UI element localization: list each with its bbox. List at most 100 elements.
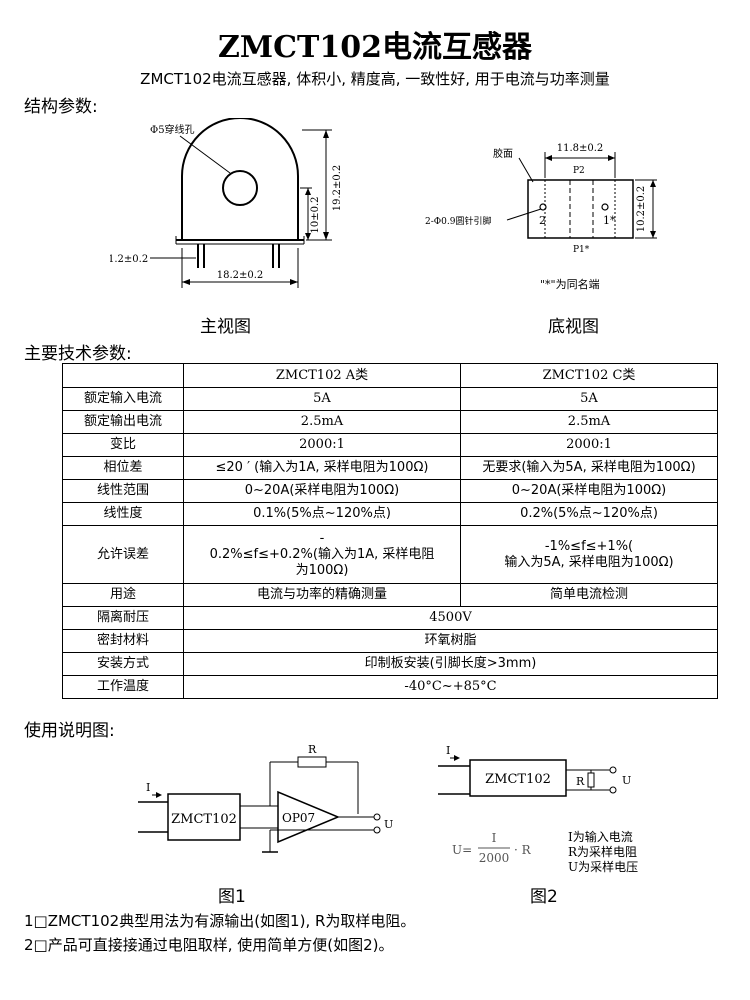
cell-c: 5A — [460, 387, 718, 411]
fig1-op-label: OP07 — [282, 811, 315, 825]
fig2-u-label: U — [622, 774, 631, 787]
figure2-legend: I为输入电流 R为采样电阻 U为采样电压 — [568, 830, 638, 875]
figure2-formula: U= I 2000 · R — [452, 831, 532, 865]
bottom-height-dim: 10.2±0.2 — [636, 186, 647, 233]
fig2-ct-label: ZMCT102 — [485, 772, 551, 787]
cell-a: 2000:1 — [183, 433, 461, 457]
table-header-cell: ZMCT102 C类 — [460, 363, 718, 388]
row-label: 密封材料 — [62, 629, 184, 653]
cell-c: 2000:1 — [460, 433, 718, 457]
cell-a: 电流与功率的精确测量 — [183, 583, 461, 607]
pin2-label: 2 — [539, 214, 546, 227]
structure-heading: 结构参数: — [24, 97, 98, 117]
fig2-i-label: I — [446, 744, 450, 757]
usage-note-2: 2□产品可直接接通过电阻取样, 使用简单方便(如图2)。 — [24, 936, 394, 954]
cell-c: 2.5mA — [460, 410, 718, 434]
row-label: 工作温度 — [62, 675, 184, 699]
formula-rhs: · R — [514, 843, 532, 857]
table-row: 线性范围 0~20A(采样电阻为100Ω) 0~20A(采样电阻为100Ω) — [62, 479, 718, 503]
cell-span: 环氧树脂 — [183, 629, 718, 653]
bottom-view-drawing: 胶面 11.8±0.2 10.2±0.2 P2 P1* 2 1* 2-Φ0.9圆… — [425, 143, 657, 291]
table-row: 用途 电流与功率的精确测量 简单电流检测 — [62, 583, 718, 607]
fig1-i-label: I — [146, 781, 150, 794]
table-row: 相位差 ≤20 ′ (输入为1A, 采样电阻为100Ω) 无要求(输入为5A, … — [62, 456, 718, 480]
row-label: 用途 — [62, 583, 184, 607]
glue-label: 胶面 — [493, 147, 513, 160]
front-pin-dim: 1.2±0.2 — [110, 254, 148, 265]
table-row: 隔离耐压 4500V — [62, 606, 718, 630]
cell-c: 0~20A(采样电阻为100Ω) — [460, 479, 718, 503]
front-height-dim: 19.2±0.2 — [332, 165, 343, 212]
cell-a: 0.1%(5%点~120%点) — [183, 502, 461, 526]
fig1-u-label: U — [384, 818, 393, 831]
page-subtitle: ZMCT102电流互感器, 体积小, 精度高, 一致性好, 用于电流与功率测量 — [140, 70, 610, 88]
cell-a-line: 为100Ω) — [295, 562, 349, 578]
cell-a: 0~20A(采样电阻为100Ω) — [183, 479, 461, 503]
cell-c: -1%≤f≤+1%( 输入为5A, 采样电阻为100Ω) — [460, 525, 718, 584]
cell-c: 简单电流检测 — [460, 583, 718, 607]
p2-label: P2 — [573, 166, 585, 176]
cell-span: 印制板安装(引脚长度>3mm) — [183, 652, 718, 676]
pin-label: 2-Φ0.9圆针引脚 — [425, 215, 491, 227]
figure2-circuit: I ZMCT102 R U — [438, 744, 631, 797]
spec-heading: 主要技术参数: — [24, 344, 132, 364]
cell-a: - 0.2%≤f≤+0.2%(输入为1A, 采样电阻 为100Ω) — [183, 525, 461, 584]
table-row: 允许误差 - 0.2%≤f≤+0.2%(输入为1A, 采样电阻 为100Ω) -… — [62, 525, 718, 584]
row-label: 安装方式 — [62, 652, 184, 676]
cell-a-line: 0.2%≤f≤+0.2%(输入为1A, 采样电阻 — [209, 546, 435, 562]
figure1-circuit: R I ZMCT102 OP07 U — [138, 743, 393, 853]
table-header-cell — [62, 363, 184, 388]
cell-a: 5A — [183, 387, 461, 411]
front-view-drawing: Φ5穿线孔 19.2±0.2 10±0.2 1.2±0.2 18.2±0.2 — [110, 118, 343, 288]
table-header-cell: ZMCT102 A类 — [183, 363, 461, 388]
cell-c: 0.2%(5%点~120%点) — [460, 502, 718, 526]
legend-line: R为采样电阻 — [568, 845, 638, 859]
page-title: ZMCT102电流互感器 — [218, 30, 532, 65]
cell-a: ≤20 ′ (输入为1A, 采样电阻为100Ω) — [183, 456, 461, 480]
cell-c: 无要求(输入为5A, 采样电阻为100Ω) — [460, 456, 718, 480]
cell-a: 2.5mA — [183, 410, 461, 434]
row-label: 隔离耐压 — [62, 606, 184, 630]
table-row: 线性度 0.1%(5%点~120%点) 0.2%(5%点~120%点) — [62, 502, 718, 526]
fig2-r-label: R — [576, 775, 585, 788]
fig1-ct-label: ZMCT102 — [171, 812, 237, 827]
cell-span: 4500V — [183, 606, 718, 630]
usage-heading: 使用说明图: — [24, 721, 115, 741]
formula-numerator: I — [492, 831, 497, 845]
fig1-r-label: R — [308, 743, 317, 756]
row-label: 允许误差 — [62, 525, 184, 584]
formula-lhs: U= — [452, 843, 472, 857]
bottom-width-dim: 11.8±0.2 — [557, 143, 604, 154]
table-row: 额定输出电流 2.5mA 2.5mA — [62, 410, 718, 434]
spec-table: ZMCT102 A类 ZMCT102 C类 额定输入电流 5A 5A 额定输出电… — [62, 363, 718, 699]
table-row: 额定输入电流 5A 5A — [62, 387, 718, 411]
front-inner-dim: 10±0.2 — [310, 196, 321, 233]
table-row: 安装方式 印制板安装(引脚长度>3mm) — [62, 652, 718, 676]
figure1-caption: 图1 — [218, 887, 246, 907]
row-label: 变比 — [62, 433, 184, 457]
pin1-label: 1* — [603, 214, 616, 227]
row-label: 额定输出电流 — [62, 410, 184, 434]
bottom-view-caption: 底视图 — [548, 317, 599, 337]
row-label: 线性度 — [62, 502, 184, 526]
row-label: 线性范围 — [62, 479, 184, 503]
legend-line: U为采样电压 — [568, 860, 639, 874]
polarity-note: "*"为同名端 — [540, 277, 600, 291]
p1-label: P1* — [573, 245, 590, 255]
cell-a-line: - — [319, 530, 325, 546]
table-header-row: ZMCT102 A类 ZMCT102 C类 — [62, 363, 718, 388]
table-row: 工作温度 -40°C~+85°C — [62, 675, 718, 699]
row-label: 相位差 — [62, 456, 184, 480]
front-view-caption: 主视图 — [200, 317, 251, 337]
table-row: 密封材料 环氧树脂 — [62, 629, 718, 653]
cell-c-line: -1%≤f≤+1%( — [544, 538, 634, 554]
figure2-caption: 图2 — [530, 887, 558, 907]
cell-c-line: 输入为5A, 采样电阻为100Ω) — [504, 554, 674, 570]
hole-label: Φ5穿线孔 — [150, 123, 195, 136]
cell-span: -40°C~+85°C — [183, 675, 718, 699]
row-label: 额定输入电流 — [62, 387, 184, 411]
table-row: 变比 2000:1 2000:1 — [62, 433, 718, 457]
front-width-dim: 18.2±0.2 — [217, 270, 264, 281]
legend-line: I为输入电流 — [568, 830, 633, 844]
formula-denominator: 2000 — [479, 851, 510, 865]
